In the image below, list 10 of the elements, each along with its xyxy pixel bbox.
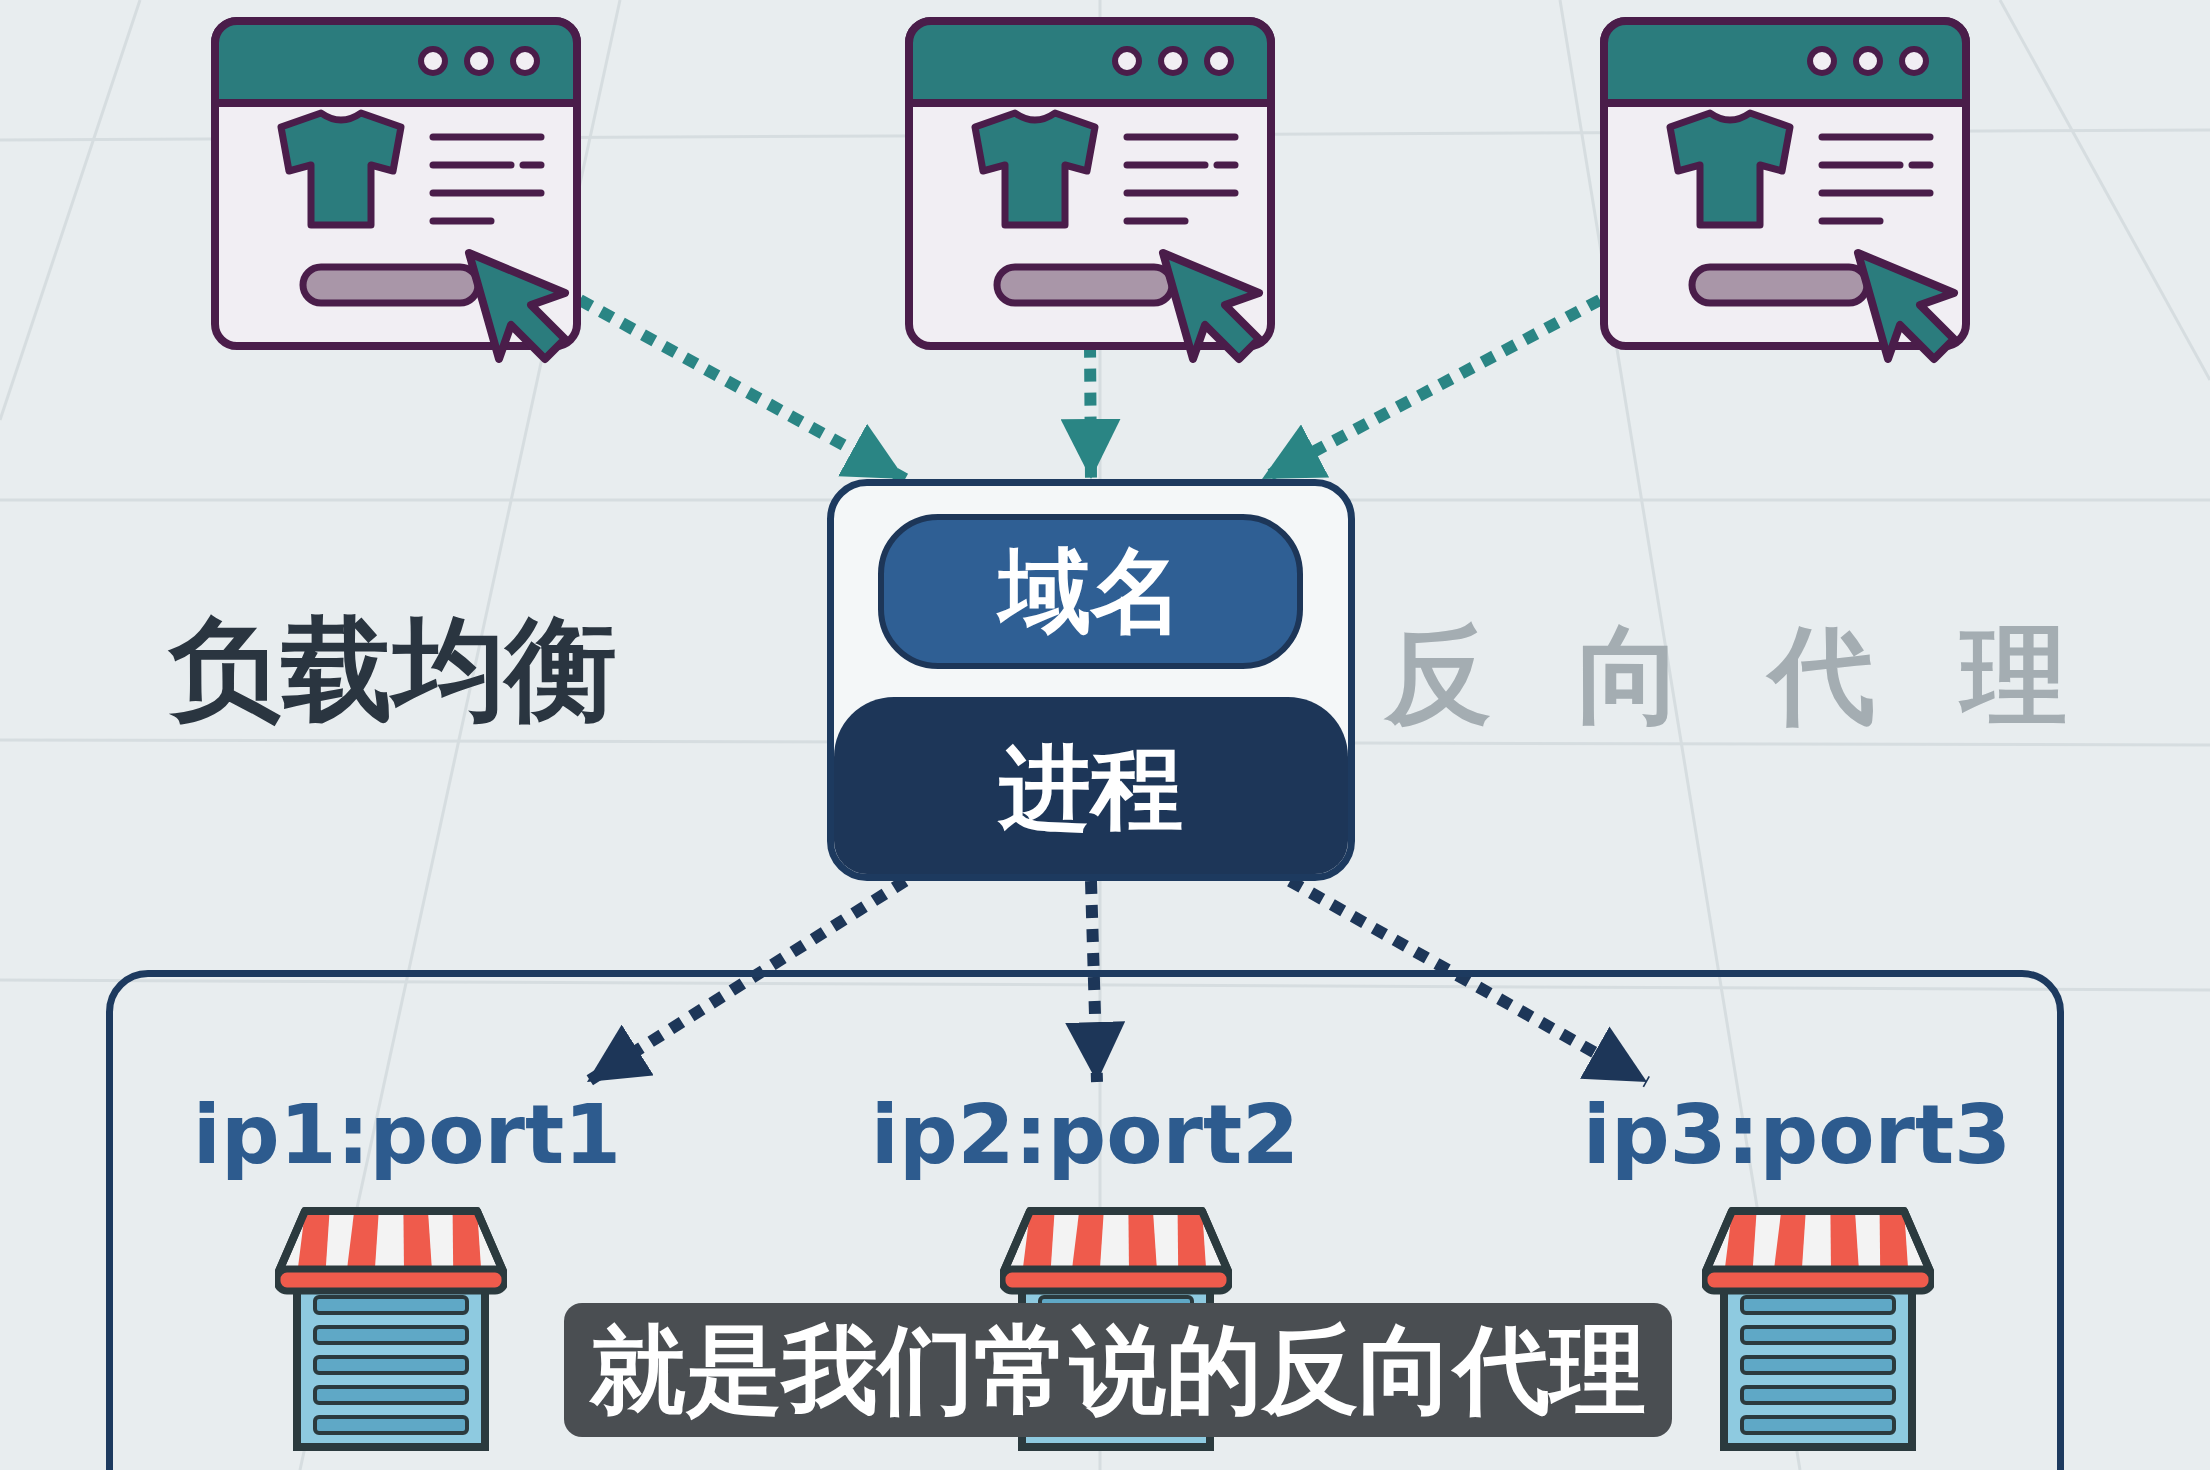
faded-label: 反向代理	[1385, 613, 2153, 739]
arrow	[1065, 880, 1126, 1083]
address-label: ip2:port2	[835, 1082, 1335, 1187]
process-band: 进程	[834, 697, 1348, 874]
address-label: ip3:port3	[1547, 1082, 2047, 1187]
server-box	[827, 479, 1355, 881]
domain-pill: 域名	[878, 514, 1303, 669]
address-label: ip1:port1	[157, 1082, 657, 1187]
subtitle-bar: 就是我们常说的反向代理	[564, 1303, 1672, 1437]
heading-label: 负载均衡	[169, 603, 617, 736]
